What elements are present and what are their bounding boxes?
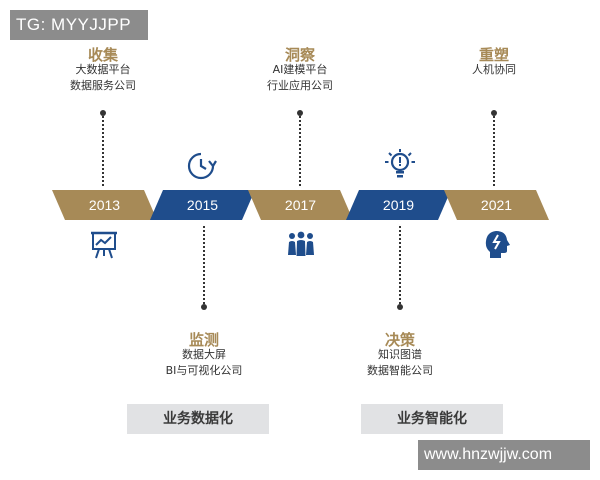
brain-head-icon	[482, 228, 512, 264]
timeline-segment-2017: 2017	[248, 190, 353, 220]
phase-title-insight: 洞察	[284, 46, 315, 64]
category-business-datafication: 业务数据化	[127, 404, 269, 434]
phase-desc-decide-line-1: 知识图谱	[378, 348, 422, 361]
timeline-segment-2019: 2019	[346, 190, 451, 220]
phase-desc-reshape: 人机协同	[414, 62, 574, 78]
segment-shape-2019	[346, 190, 451, 220]
phase-desc-monitor-line-2: BI与可视化公司	[165, 364, 243, 377]
connector-line-2015	[203, 226, 205, 304]
year-label-2019: 2019	[382, 197, 415, 213]
connector-line-2021	[493, 116, 495, 186]
phase-desc-insight-line-1: AI建模平台	[272, 63, 328, 76]
connector-dot-2019	[397, 304, 403, 310]
connector-dot-2017	[297, 110, 303, 116]
timeline-segment-2021: 2021	[444, 190, 549, 220]
phase-title-monitor: 监测	[188, 331, 219, 349]
clock-refresh-icon	[185, 150, 217, 186]
year-label-2013: 2013	[88, 197, 121, 213]
connector-dot-2021	[491, 110, 497, 116]
phase-desc-collect-line-2: 数据服务公司	[70, 79, 136, 92]
phase-desc-insight: AI建模平台 行业应用公司	[220, 62, 380, 94]
category-business-intelligence: 业务智能化	[361, 404, 503, 434]
segment-shape-2015	[150, 190, 255, 220]
connector-line-2013	[102, 116, 104, 186]
phase-desc-insight-line-2: 行业应用公司	[267, 79, 333, 92]
connector-dot-2015	[201, 304, 207, 310]
phase-desc-decide-line-2: 数据智能公司	[367, 364, 433, 377]
phase-title-reshape: 重塑	[478, 46, 509, 64]
year-label-2017: 2017	[284, 197, 317, 213]
phase-desc-collect-line-1: 大数据平台	[75, 63, 131, 76]
phase-title-decide: 决策	[384, 331, 415, 349]
presentation-chart-icon	[90, 230, 118, 264]
phase-desc-decide: 知识图谱 数据智能公司	[320, 347, 480, 379]
phase-desc-monitor: 数据大屏 BI与可视化公司	[124, 347, 284, 379]
phase-desc-reshape-line-1: 人机协同	[472, 63, 516, 76]
connector-line-2019	[399, 226, 401, 304]
segment-shape-2017	[248, 190, 353, 220]
phase-desc-collect: 大数据平台 数据服务公司	[23, 62, 183, 94]
phase-desc-monitor-line-1: 数据大屏	[182, 348, 226, 361]
lightbulb-icon	[384, 148, 416, 186]
segment-shape-2021	[444, 190, 549, 220]
phase-title-collect: 收集	[87, 46, 118, 64]
timeline-segment-2015: 2015	[150, 190, 255, 220]
year-label-2021: 2021	[480, 197, 513, 213]
team-people-icon	[285, 230, 317, 262]
segment-shape-2013	[52, 190, 157, 220]
connector-line-2017	[299, 116, 301, 186]
connector-dot-2013	[100, 110, 106, 116]
watermark-bottom-right: www.hnzwjjw.com	[418, 440, 590, 470]
timeline-segment-2013: 2013	[52, 190, 157, 220]
watermark-top-left: TG: MYYJJPP	[10, 10, 148, 40]
year-label-2015: 2015	[186, 197, 219, 213]
